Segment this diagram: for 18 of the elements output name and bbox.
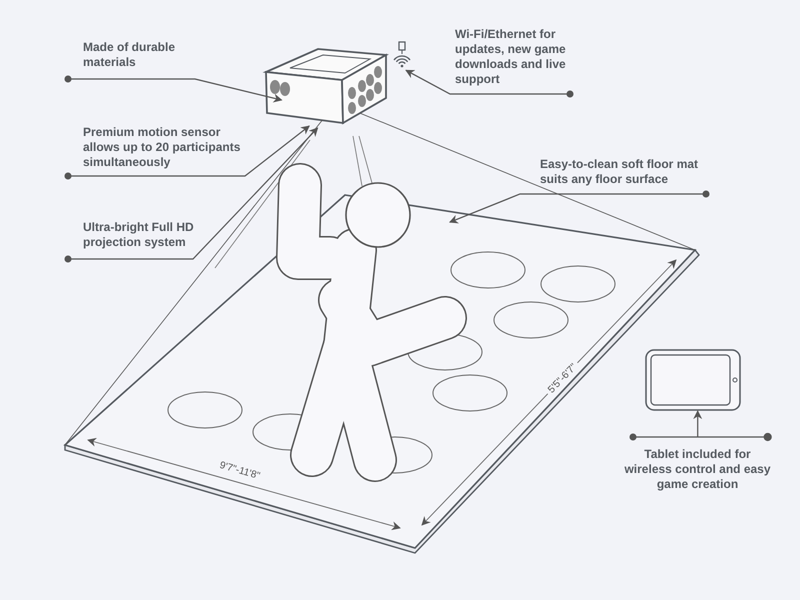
leader-line (449, 190, 710, 224)
dimension-label: 9'7"-11'8" (218, 460, 262, 482)
leader-line (630, 410, 772, 442)
tablet-icon (645, 349, 741, 411)
projector-drawing (262, 48, 389, 125)
leader-line (405, 70, 574, 98)
callout-text: Made of durable materials (83, 40, 176, 70)
callout-text: Ultra-bright Full HD projection system (83, 220, 195, 250)
projection-line (64, 120, 323, 446)
callout-text: Tablet included for wireless control and easy game creation (623, 447, 772, 492)
callout-text: Easy-to-clean soft floor mat suits any floor surface (540, 157, 700, 187)
leader-line (64, 127, 318, 262)
leader-line (64, 125, 310, 180)
leader-line (64, 76, 282, 103)
callout-text: Wi-Fi/Ethernet for updates, new game downloads and live support (455, 27, 567, 87)
projection-line (359, 112, 696, 251)
wifi-icon (394, 41, 410, 68)
callout-text: Premium motion sensor allows up to 20 participants simultaneously (83, 125, 242, 170)
